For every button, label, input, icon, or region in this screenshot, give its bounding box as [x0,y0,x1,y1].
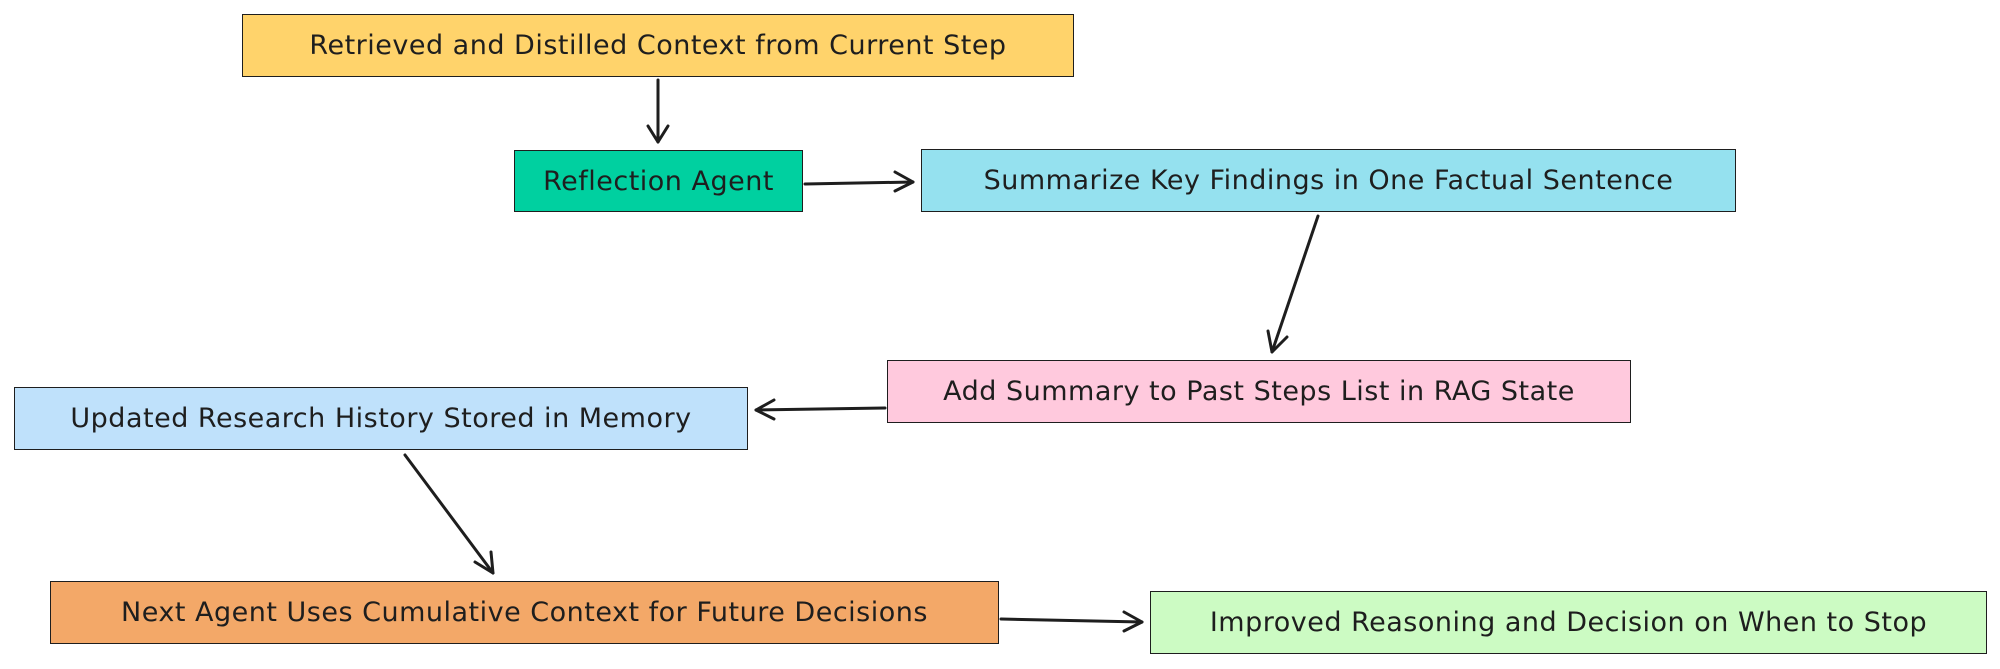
node-improved-reasoning: Improved Reasoning and Decision on When … [1150,591,1987,654]
edge-summarize-to-add-summary [1266,214,1320,354]
node-summarize-findings-label: Summarize Key Findings in One Factual Se… [983,165,1674,196]
node-retrieved-context-label: Retrieved and Distilled Context from Cur… [309,30,1007,61]
edge-retrieved-to-reflection [646,78,670,144]
edge-add-summary-to-history [754,398,887,421]
node-next-agent: Next Agent Uses Cumulative Context for F… [50,581,999,644]
node-next-agent-label: Next Agent Uses Cumulative Context for F… [121,597,928,628]
node-improved-reasoning-label: Improved Reasoning and Decision on When … [1209,607,1928,638]
edge-next-agent-to-improved [999,610,1144,633]
node-research-history-label: Updated Research History Stored in Memor… [70,403,692,434]
node-retrieved-context: Retrieved and Distilled Context from Cur… [242,14,1074,77]
node-add-summary: Add Summary to Past Steps List in RAG St… [887,360,1631,423]
node-summarize-findings: Summarize Key Findings in One Factual Se… [921,149,1736,212]
node-research-history: Updated Research History Stored in Memor… [14,387,748,450]
node-add-summary-label: Add Summary to Past Steps List in RAG St… [943,376,1575,407]
edge-reflection-to-summarize [803,170,915,193]
node-reflection-agent: Reflection Agent [514,150,803,212]
edge-history-to-next-agent [403,453,495,575]
node-reflection-agent-label: Reflection Agent [543,165,774,197]
